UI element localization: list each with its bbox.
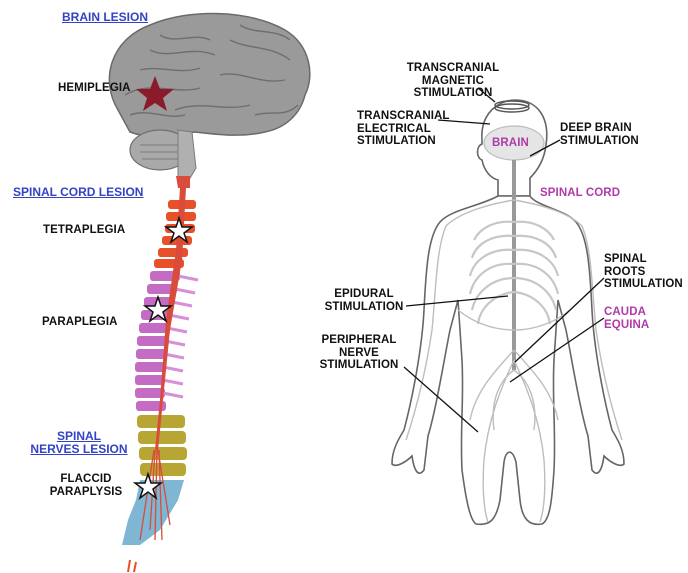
spinal-roots-stimulation-label: SPINAL ROOTS STIMULATION — [604, 253, 683, 291]
cauda-equina-anatomy-label: CAUDA EQUINA — [604, 306, 649, 331]
brain-illustration — [109, 14, 309, 188]
deep-brain-stimulation-label: DEEP BRAIN STIMULATION — [560, 122, 639, 147]
transcranial-magnetic-stimulation-label: TRANSCRANIAL MAGNETIC STIMULATION — [404, 62, 502, 100]
peripheral-nerve-stimulation-label: PERIPHERAL NERVE STIMULATION — [313, 334, 405, 372]
spinal-nerves-lesion-header: SPINAL NERVES LESION — [26, 430, 132, 456]
hemiplegia-label: HEMIPLEGIA — [58, 82, 131, 95]
spinal-cord-anatomy-label: SPINAL CORD — [540, 187, 620, 200]
human-body-illustration — [392, 100, 624, 524]
tetraplegia-label: TETRAPLEGIA — [43, 224, 125, 237]
brain-lesion-header: BRAIN LESION — [62, 11, 148, 24]
transcranial-electrical-stimulation-label: TRANSCRANIAL ELECTRICAL STIMULATION — [357, 110, 450, 148]
brain-anatomy-label: BRAIN — [492, 137, 529, 150]
spinal-column-illustration — [122, 188, 198, 572]
epidural-stimulation-label: EPIDURAL STIMULATION — [320, 288, 408, 313]
flaccid-paraplysis-label: FLACCID PARAPLYSIS — [46, 473, 126, 498]
paraplegia-label: PARAPLEGIA — [42, 316, 118, 329]
spinal-cord-lesion-header: SPINAL CORD LESION — [13, 186, 143, 199]
